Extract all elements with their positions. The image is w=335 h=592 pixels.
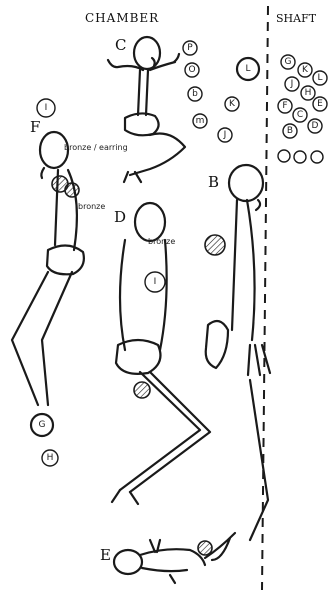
skull-b (229, 165, 263, 201)
svg-text:E: E (317, 99, 323, 109)
svg-text:G: G (39, 420, 46, 430)
skeleton-c-letter: C (115, 36, 126, 54)
svg-text:I: I (154, 277, 157, 287)
svg-text:H: H (47, 453, 54, 463)
circle-b: b (192, 89, 198, 99)
skeleton-f: F I bronze / earring bronze G H (12, 99, 128, 466)
f-chest-annotation: bronze (78, 202, 105, 211)
svg-text:H: H (305, 88, 312, 98)
skeleton-c: C (108, 36, 185, 182)
skeleton-b: B (206, 165, 270, 540)
shaft-circle-cluster: G K L J H E F C D B (278, 55, 327, 163)
svg-text:C: C (297, 110, 303, 120)
skull-d (135, 203, 165, 241)
svg-text:K: K (229, 99, 236, 109)
f-neck-annotation: bronze / earring (64, 143, 128, 152)
skeleton-d: D bronze I (112, 203, 225, 504)
skeleton-d-letter: D (114, 208, 126, 226)
svg-text:I: I (45, 103, 48, 113)
shaft-label: SHAFT (276, 12, 317, 25)
svg-text:L: L (317, 73, 322, 83)
circle-p: P (187, 43, 193, 53)
skeleton-f-letter: F (30, 118, 40, 136)
svg-text:F: F (282, 101, 287, 111)
svg-text:D: D (312, 121, 319, 131)
skeleton-b-letter: B (208, 173, 219, 191)
skeleton-e: E (100, 533, 235, 583)
svg-text:B: B (287, 126, 293, 136)
svg-text:J: J (290, 79, 294, 89)
c-circle-column: P O b m (183, 41, 207, 128)
svg-text:L: L (245, 64, 250, 74)
circle-m: m (196, 116, 205, 126)
skeleton-e-letter: E (100, 546, 111, 564)
svg-text:G: G (285, 57, 292, 67)
skull-c (134, 37, 160, 69)
svg-text:K: K (302, 65, 309, 75)
d-neck-annotation: bronze (148, 237, 175, 246)
circle-o: O (188, 65, 195, 75)
svg-text:J: J (223, 130, 227, 140)
skull-e (114, 550, 142, 574)
chamber-label: CHAMBER (85, 11, 159, 25)
